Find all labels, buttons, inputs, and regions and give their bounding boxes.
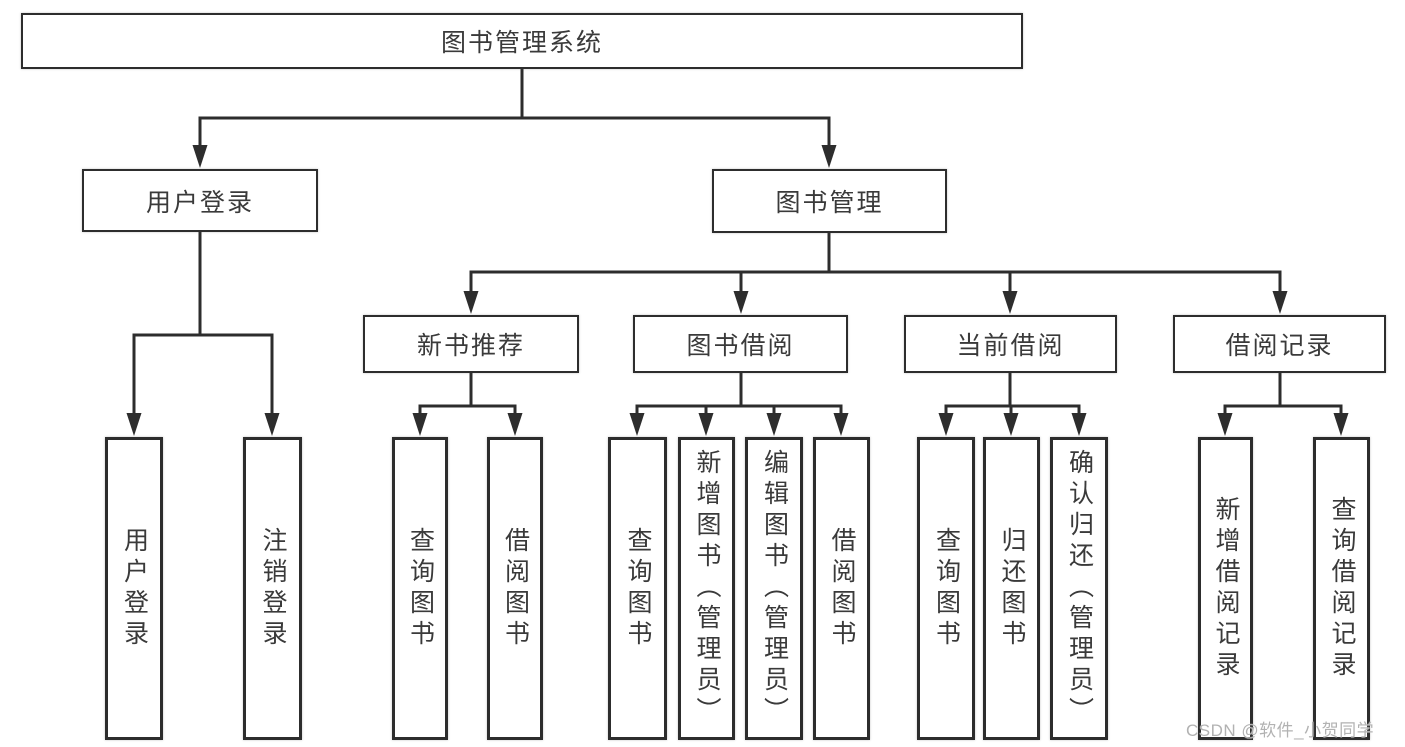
leaf-record-add: 新增借阅记录 xyxy=(1198,437,1253,740)
leaf-newbook-query-label: 查询图书 xyxy=(406,526,435,651)
leaf-user-login: 用户登录 xyxy=(105,437,163,740)
leaf-newbook-query: 查询图书 xyxy=(392,437,448,740)
leaf-current-return-label: 归还图书 xyxy=(998,526,1026,651)
leaf-borrow-add: 新增图书（管理员） xyxy=(678,437,735,740)
node-root-label: 图书管理系统 xyxy=(440,29,603,57)
leaf-current-confirm: 确认归还（管理员） xyxy=(1050,437,1108,740)
node-current-borrow: 当前借阅 xyxy=(904,315,1117,373)
csdn-watermark: CSDN @软件_小贺同学 xyxy=(1186,721,1375,740)
node-book-management-label: 图书管理 xyxy=(775,189,884,217)
leaf-record-query-label: 查询借阅记录 xyxy=(1328,495,1356,682)
leaf-current-query-label: 查询图书 xyxy=(932,526,961,651)
node-user-login: 用户登录 xyxy=(82,169,318,232)
node-book-borrow: 图书借阅 xyxy=(633,315,848,373)
leaf-logout: 注销登录 xyxy=(243,437,302,740)
node-root: 图书管理系统 xyxy=(21,13,1023,69)
node-borrow-records: 借阅记录 xyxy=(1173,315,1386,373)
leaf-borrow-borrow: 借阅图书 xyxy=(813,437,870,740)
leaf-current-confirm-label: 确认归还（管理员） xyxy=(1065,449,1094,728)
leaf-newbook-borrow: 借阅图书 xyxy=(487,437,543,740)
node-book-management: 图书管理 xyxy=(712,169,947,233)
leaf-record-add-label: 新增借阅记录 xyxy=(1212,495,1240,682)
leaf-borrow-query-label: 查询图书 xyxy=(624,526,652,651)
leaf-borrow-edit: 编辑图书（管理员） xyxy=(745,437,803,740)
leaf-borrow-add-label: 新增图书（管理员） xyxy=(693,449,721,728)
node-new-book-recommend-label: 新书推荐 xyxy=(416,332,525,360)
leaf-current-query: 查询图书 xyxy=(917,437,975,740)
leaf-record-query: 查询借阅记录 xyxy=(1313,437,1370,740)
leaf-newbook-borrow-label: 借阅图书 xyxy=(501,526,530,651)
node-book-borrow-label: 图书借阅 xyxy=(686,332,795,360)
leaf-logout-label: 注销登录 xyxy=(259,526,287,651)
leaf-borrow-query: 查询图书 xyxy=(608,437,667,740)
node-current-borrow-label: 当前借阅 xyxy=(956,332,1065,360)
node-user-login-label: 用户登录 xyxy=(145,188,254,217)
leaf-borrow-borrow-label: 借阅图书 xyxy=(828,526,856,651)
node-new-book-recommend: 新书推荐 xyxy=(363,315,579,373)
node-borrow-records-label: 借阅记录 xyxy=(1225,332,1334,360)
leaf-current-return: 归还图书 xyxy=(983,437,1040,740)
leaf-borrow-edit-label: 编辑图书（管理员） xyxy=(760,449,789,728)
leaf-user-login-label: 用户登录 xyxy=(120,526,149,651)
